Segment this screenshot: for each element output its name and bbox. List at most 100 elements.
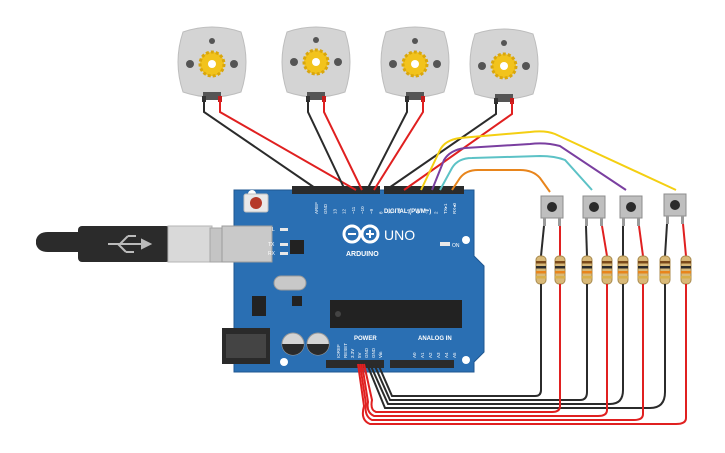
motor-screw-right <box>433 60 441 68</box>
digital-pins-label: DIGITAL (PWM~) <box>384 209 431 215</box>
resistor-band <box>582 276 592 279</box>
wire-red[interactable] <box>373 100 424 191</box>
resistor-band <box>618 271 628 274</box>
led-tx-label: TX <box>268 242 275 248</box>
pin-label: A2 <box>428 352 433 358</box>
motor-terminal[interactable] <box>421 96 425 102</box>
wire-red[interactable] <box>403 102 513 191</box>
resistor-band <box>660 276 670 279</box>
resistor-band <box>618 261 628 264</box>
wire-red[interactable] <box>361 284 608 417</box>
wire-black[interactable] <box>540 225 545 257</box>
motor-terminal[interactable] <box>202 96 206 102</box>
reset-button[interactable] <box>243 193 269 213</box>
dc-motor-1[interactable] <box>177 26 247 102</box>
resistor-band <box>582 266 592 269</box>
resistor[interactable] <box>617 255 629 285</box>
resistor-band <box>602 266 612 269</box>
motor-terminal[interactable] <box>218 96 222 102</box>
resistor[interactable] <box>601 255 613 285</box>
pin-label: GND <box>323 203 328 214</box>
wire-red[interactable] <box>638 225 644 257</box>
digital-header-right <box>384 186 464 194</box>
resistor-body <box>637 255 649 285</box>
pin-label: 3.3V <box>350 349 355 358</box>
pin-label: ~5 <box>406 208 411 214</box>
wire-black[interactable] <box>585 225 588 257</box>
resistor-band <box>555 261 565 264</box>
dc-power-jack[interactable] <box>222 328 270 364</box>
wire-black[interactable] <box>366 284 666 409</box>
resistor-band <box>555 266 565 269</box>
resistor-band <box>618 276 628 279</box>
pin-label: Vin <box>378 351 383 358</box>
button-leads <box>540 223 687 257</box>
pin-label: GND <box>371 347 376 358</box>
resistor[interactable] <box>535 255 547 285</box>
gear-icon <box>302 48 330 76</box>
resistor-body <box>581 255 593 285</box>
resistor-band <box>602 276 612 279</box>
wire-black[interactable] <box>373 284 588 401</box>
wire-black[interactable] <box>203 100 319 191</box>
resistor-band <box>638 266 648 269</box>
motor-terminal[interactable] <box>510 98 514 104</box>
pin-label: AREF <box>314 202 319 214</box>
resistor[interactable] <box>659 255 671 285</box>
wire-yellow[interactable] <box>420 130 677 191</box>
wire-orange[interactable] <box>451 169 551 193</box>
wire-black[interactable] <box>369 284 624 405</box>
motor-terminal[interactable] <box>405 96 409 102</box>
wire-red[interactable] <box>219 100 357 191</box>
resistor[interactable] <box>637 255 649 285</box>
pin-label: 4 <box>415 211 420 214</box>
wire-red[interactable] <box>357 284 687 425</box>
motor-screw-left <box>389 60 397 68</box>
resistor[interactable] <box>581 255 593 285</box>
resistor-body <box>617 255 629 285</box>
push-button-2[interactable] <box>582 195 606 226</box>
motor-terminal[interactable] <box>306 96 310 102</box>
led-rx-indicator <box>280 252 288 255</box>
push-button-4[interactable] <box>663 193 687 224</box>
dc-motor-3[interactable] <box>380 26 450 102</box>
wire-red[interactable] <box>601 225 608 257</box>
wire-cyan[interactable] <box>439 154 593 191</box>
board-brand: ARDUINO <box>346 251 379 258</box>
analog-header <box>390 360 454 368</box>
push-button-3[interactable] <box>619 195 643 226</box>
motor-terminal[interactable] <box>494 98 498 104</box>
pin-label: 8 <box>378 211 383 214</box>
wire-purple[interactable] <box>431 142 627 191</box>
pin-label: 12 <box>342 208 347 214</box>
resistor[interactable] <box>680 255 692 285</box>
board-model: UNO <box>384 227 415 243</box>
mounting-hole <box>462 356 470 364</box>
wire-red[interactable] <box>363 284 561 413</box>
wire-red[interactable] <box>359 284 644 421</box>
wire-red[interactable] <box>323 100 363 191</box>
arduino-uno-board[interactable]: L TX RX ARDUINO UNO ON <box>221 186 485 373</box>
pin-label: IOREF <box>336 344 341 358</box>
resistor-body <box>554 255 566 285</box>
wire-black[interactable] <box>664 223 668 257</box>
pin-label: RX◂0 <box>452 202 457 214</box>
dc-motor-2[interactable] <box>281 26 351 102</box>
dc-motor-4[interactable] <box>469 28 539 104</box>
resistor-body <box>601 255 613 285</box>
wire-red[interactable] <box>682 223 687 257</box>
wire-black[interactable] <box>366 100 408 191</box>
resistor[interactable] <box>554 255 566 285</box>
wire-black[interactable] <box>385 102 497 191</box>
led-l-indicator <box>280 228 288 231</box>
wire-black[interactable] <box>307 100 346 191</box>
pin-label: ~6 <box>397 208 402 214</box>
motor-screw-left <box>290 58 298 66</box>
resistor-band <box>618 266 628 269</box>
resistor-body <box>535 255 547 285</box>
digital-header-left <box>292 186 380 194</box>
push-button-1[interactable] <box>540 195 564 226</box>
wire-black[interactable] <box>377 284 542 397</box>
motor-terminal[interactable] <box>322 96 326 102</box>
